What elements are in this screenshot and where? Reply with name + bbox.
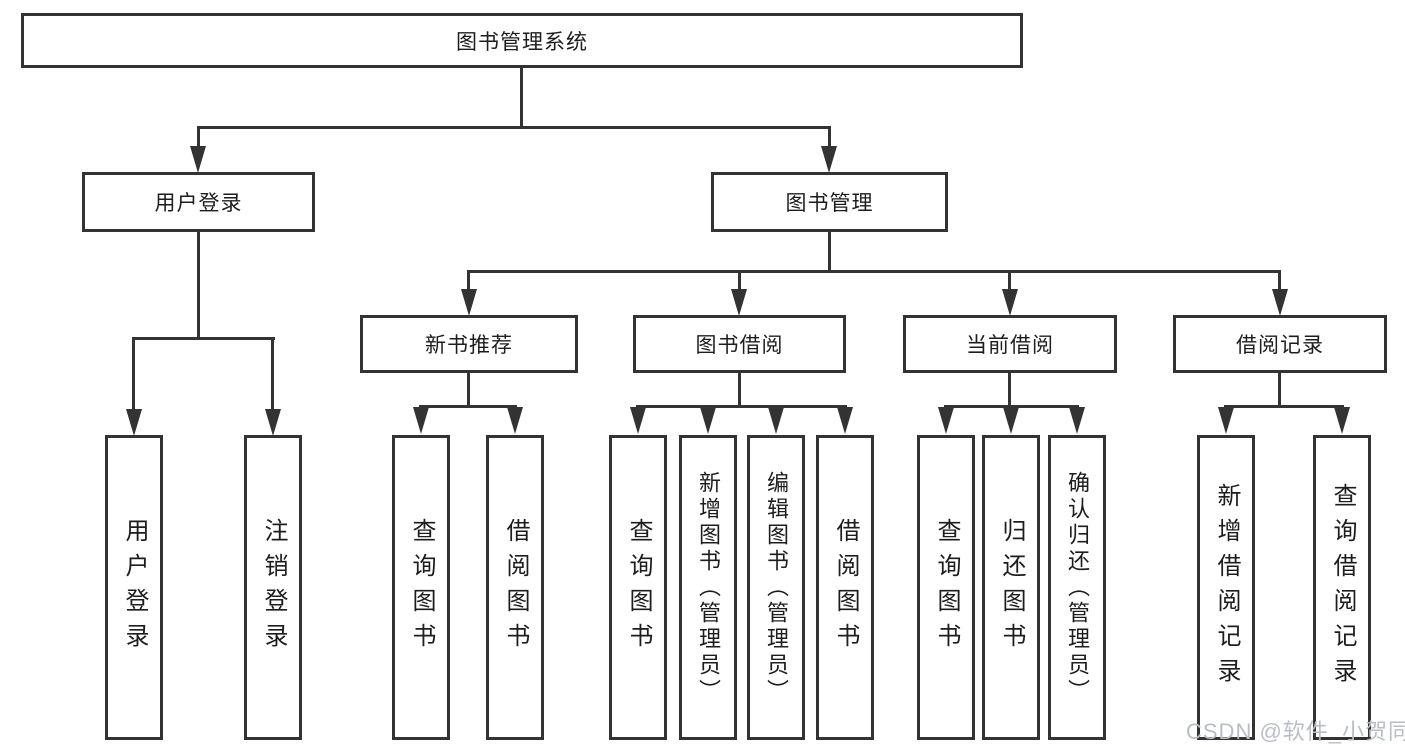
arrow-down-icon [1272, 289, 1288, 316]
connector-drop-borrow-records [1278, 270, 1281, 290]
node-label: 注销登录 [260, 517, 287, 658]
node-leaf-return-books: 归还图书 [982, 435, 1040, 740]
node-label: 新书推荐 [425, 334, 513, 357]
node-label: 新增图书（管理员） [696, 470, 721, 705]
node-leaf-query-books-borrowing: 查询图书 [609, 435, 667, 740]
node-book-borrowing: 图书借阅 [633, 315, 846, 373]
connector-drop-leaf-logout [271, 337, 274, 411]
arrow-down-icon [630, 407, 646, 434]
connector-book-borrowing-rail [636, 405, 847, 408]
node-root: 图书管理系统 [21, 13, 1023, 68]
arrow-down-icon [190, 146, 206, 173]
node-label: 图书管理 [785, 192, 874, 215]
connector-drop-book-management [828, 126, 831, 148]
node-leaf-user-login: 用户登录 [105, 435, 163, 740]
node-label: 用户登录 [121, 517, 148, 658]
connector-drop-new-book-recommend [467, 270, 470, 290]
connector-root-rail [197, 126, 831, 129]
arrow-down-icon [731, 289, 747, 316]
connector-user-login-stem [197, 232, 200, 337]
arrow-down-icon [768, 407, 784, 434]
node-label: 查询图书 [933, 517, 960, 658]
node-borrow-records: 借阅记录 [1173, 315, 1387, 373]
node-leaf-query-books-current: 查询图书 [917, 435, 975, 740]
node-leaf-logout: 注销登录 [244, 435, 302, 740]
node-label: 新增借阅记录 [1213, 482, 1240, 693]
arrow-down-icon [1069, 407, 1085, 434]
connector-book-management-rail [467, 270, 1281, 273]
node-label: 图书管理系统 [456, 30, 588, 54]
csdn-watermark: CSDN @软件_小贺同学 [1186, 719, 1405, 744]
node-leaf-add-borrow-record: 新增借阅记录 [1197, 435, 1255, 740]
node-leaf-borrow-books-recommend: 借阅图书 [486, 435, 544, 740]
arrow-down-icon [265, 409, 281, 436]
connector-drop-user-login [197, 126, 200, 148]
connector-drop-current-borrowing [1008, 270, 1011, 290]
arrow-down-icon [507, 407, 523, 434]
arrow-down-icon [1334, 407, 1350, 434]
node-label: 查询图书 [408, 517, 435, 658]
connector-book-management-stem [828, 232, 831, 270]
arrow-down-icon [413, 407, 429, 434]
arrow-down-icon [461, 289, 477, 316]
node-label: 查询图书 [625, 517, 652, 658]
node-label: 确认归还（管理员） [1065, 470, 1090, 705]
connector-book-borrowing-stem [738, 373, 741, 405]
node-book-management: 图书管理 [711, 172, 948, 232]
node-label: 编辑图书（管理员） [764, 470, 789, 705]
arrow-down-icon [1002, 289, 1018, 316]
arrow-down-icon [126, 409, 142, 436]
node-label: 借阅图书 [502, 517, 529, 658]
arrow-down-icon [1003, 407, 1019, 434]
connector-borrow-records-rail [1224, 405, 1344, 408]
connector-root-stem [520, 68, 523, 126]
node-label: 查询借阅记录 [1329, 482, 1356, 693]
node-current-borrowing: 当前借阅 [903, 315, 1117, 373]
connector-borrow-records-stem [1278, 373, 1281, 405]
connector-new-book-recommend-stem [467, 373, 470, 405]
arrow-down-icon [1218, 407, 1234, 434]
connector-drop-leaf-user-login [132, 337, 135, 411]
node-label: 借阅图书 [832, 517, 859, 658]
connector-current-borrowing-rail [944, 405, 1079, 408]
node-leaf-query-books-recommend: 查询图书 [392, 435, 450, 740]
node-leaf-confirm-return-admin: 确认归还（管理员） [1048, 435, 1106, 740]
arrow-down-icon [700, 407, 716, 434]
node-new-book-recommend: 新书推荐 [360, 315, 578, 373]
connector-new-book-recommend-rail [419, 405, 517, 408]
node-leaf-borrow-books: 借阅图书 [816, 435, 874, 740]
node-label: 图书借阅 [695, 334, 784, 357]
node-leaf-query-borrow-record: 查询借阅记录 [1313, 435, 1371, 740]
arrow-down-icon [938, 407, 954, 434]
connector-current-borrowing-stem [1008, 373, 1011, 405]
connector-drop-book-borrowing [738, 270, 741, 290]
node-label: 归还图书 [998, 517, 1025, 658]
node-label: 借阅记录 [1236, 334, 1324, 357]
node-label: 当前借阅 [966, 334, 1054, 357]
node-user-login: 用户登录 [82, 172, 315, 232]
connector-user-login-rail [132, 337, 275, 340]
arrow-down-icon [821, 146, 837, 173]
arrow-down-icon [837, 407, 853, 434]
node-leaf-edit-books-admin: 编辑图书（管理员） [747, 435, 805, 740]
node-leaf-add-books-admin: 新增图书（管理员） [679, 435, 737, 740]
node-label: 用户登录 [154, 192, 243, 215]
